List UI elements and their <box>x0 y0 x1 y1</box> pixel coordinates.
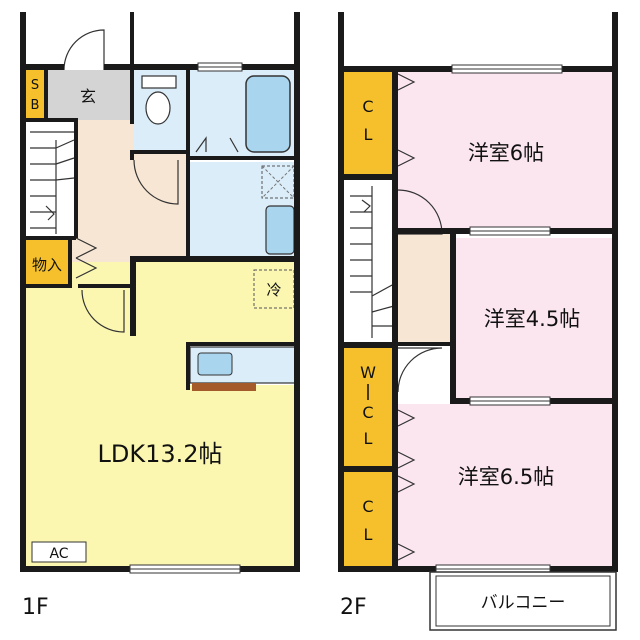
roof-top-2f <box>340 12 616 68</box>
toilet-bowl <box>145 91 171 125</box>
kitchen-sink <box>197 352 233 376</box>
label-storage: 物入 <box>32 256 62 274</box>
label-ac: AC <box>49 546 68 562</box>
label-balcony: バルコニー <box>481 593 566 613</box>
washbasin <box>265 205 295 255</box>
cl1-closet <box>344 72 392 174</box>
label-genkan: 玄 <box>80 87 96 106</box>
stairs-1f <box>30 131 75 234</box>
hall-2f-fill <box>398 234 450 344</box>
label-cl2-l: L <box>364 525 373 544</box>
floor-label-2f: 2F <box>340 595 367 620</box>
floor-1f: LDK13.2帖 玄 物入 S B 冷 AC 1F <box>20 12 300 620</box>
kitchen-base <box>192 383 256 391</box>
label-western-45: 洋室4.5帖 <box>484 307 580 331</box>
label-fridge: 冷 <box>266 281 281 299</box>
doors-2f <box>397 73 443 561</box>
floor-2f: 洋室6帖 洋室4.5帖 洋室6.5帖 C L W C L C L バルコニー 2… <box>338 12 618 631</box>
label-cl1-c: C <box>362 97 373 116</box>
western-65-fill <box>398 404 614 568</box>
ldk-fill <box>24 262 298 568</box>
stairs-area-2f <box>344 180 396 342</box>
label-sb-b: B <box>31 98 40 113</box>
windows-1f <box>129 62 243 574</box>
windows-2f <box>435 64 563 574</box>
label-ldk: LDK13.2帖 <box>97 440 222 468</box>
label-western-65: 洋室6.5帖 <box>458 465 554 489</box>
floor-label-1f: 1F <box>22 595 49 620</box>
label-wcl-w: W <box>360 363 376 382</box>
stairs-2f <box>350 186 395 338</box>
label-sb-s: S <box>31 78 39 93</box>
western-45-fill <box>456 238 614 398</box>
label-wcl-c: C <box>362 403 373 422</box>
bathtub <box>245 75 291 153</box>
label-cl1-l: L <box>364 125 373 144</box>
wcl-closet <box>344 348 392 466</box>
western-6-fill <box>398 72 614 228</box>
fridge-space <box>253 269 295 309</box>
toilet-tank <box>141 75 177 89</box>
ac-box <box>31 541 87 563</box>
label-cl2-c: C <box>362 497 373 516</box>
balcony-inner <box>435 575 611 627</box>
doors-1f <box>63 29 239 333</box>
cl2-closet <box>344 472 392 568</box>
label-western-6: 洋室6帖 <box>468 141 544 165</box>
storage-closet <box>24 238 70 286</box>
label-wcl-l: L <box>364 429 373 448</box>
genkan-fill <box>48 70 130 120</box>
